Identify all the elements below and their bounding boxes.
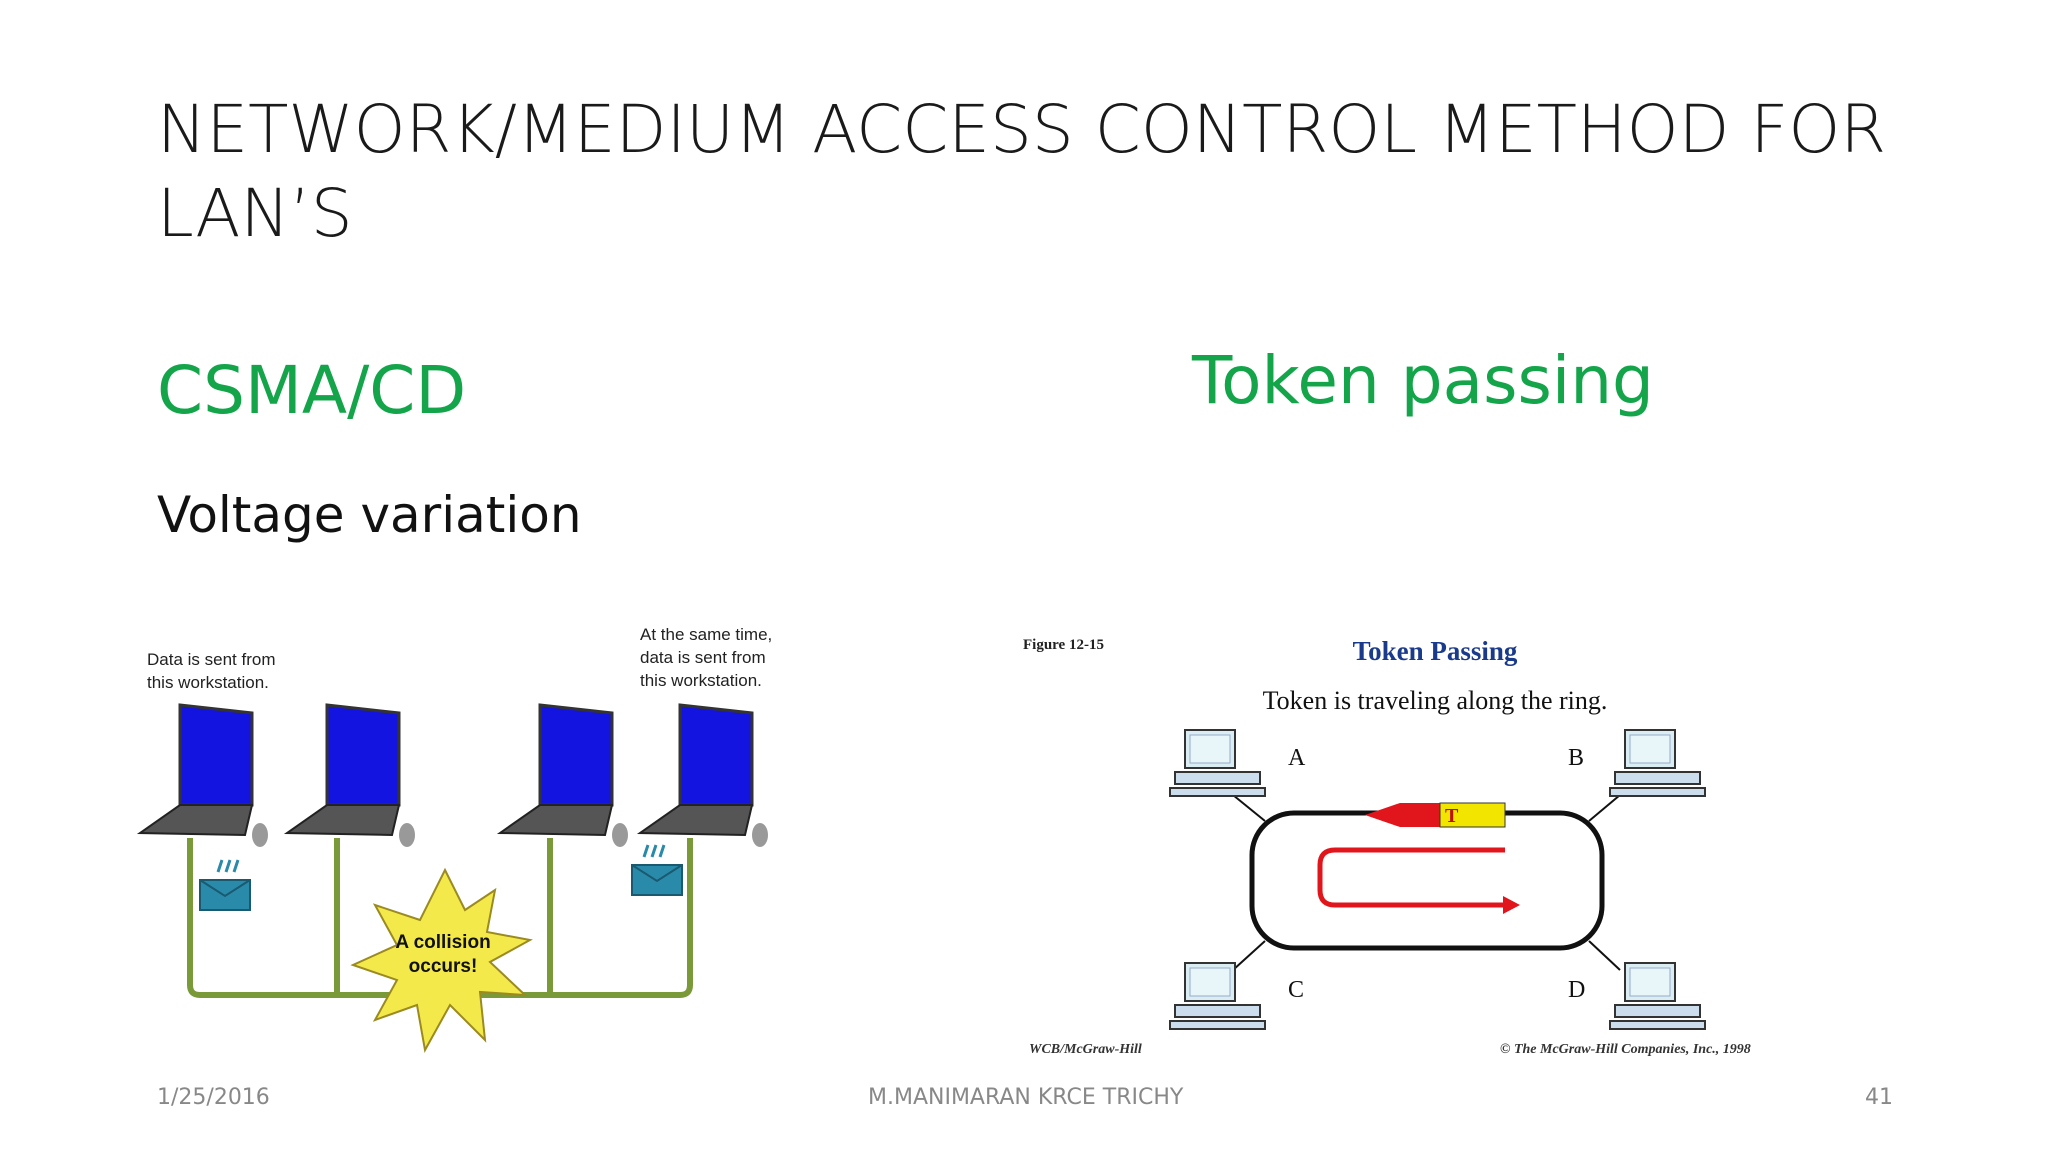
laptop-icon	[496, 703, 628, 847]
collision-label-line1: A collision	[395, 932, 490, 953]
footer-page-number: 41	[1865, 1085, 1893, 1110]
node-label-a: A	[1288, 745, 1306, 771]
figure-number: Figure 12-15	[1023, 637, 1104, 653]
footer-author: M.MANIMARAN KRCE TRICHY	[868, 1085, 1184, 1110]
credit-right: © The McGraw-Hill Companies, Inc., 1998	[1500, 1042, 1751, 1057]
credit-left: WCB/McGraw-Hill	[1029, 1042, 1142, 1057]
token-figure-caption: Token is traveling along the ring.	[1263, 686, 1608, 715]
node-label-c: C	[1288, 977, 1304, 1003]
ring-connectors	[1232, 794, 1621, 971]
sender-right-label-line1: At the same time,	[640, 625, 772, 644]
token-figure-heading: Token Passing	[1353, 636, 1518, 666]
sender-left-label-line2: this workstation.	[147, 673, 269, 692]
computer-icon-d	[1609, 962, 1706, 1030]
csma-cd-figure: A collision occurs! Data is sent from th…	[136, 625, 772, 1053]
laptop-icon	[283, 703, 415, 847]
sender-right-label-line3: this workstation.	[640, 671, 762, 690]
laptop-icon	[636, 703, 768, 847]
envelope-icon	[631, 844, 683, 896]
collision-burst-icon: A collision occurs!	[350, 867, 533, 1053]
slide-title: NETWORK/MEDIUM ACCESS CONTROL METHOD FOR…	[157, 91, 1887, 252]
sender-right-label-line2: data is sent from	[640, 648, 766, 667]
envelope-icon	[199, 859, 251, 911]
voltage-variation-subheading: Voltage variation	[157, 486, 582, 544]
token-letter: T	[1445, 805, 1459, 827]
computer-icon-c	[1169, 962, 1266, 1030]
node-label-d: D	[1568, 977, 1585, 1003]
node-label-b: B	[1568, 745, 1584, 771]
sender-left-label-line1: Data is sent from	[147, 650, 276, 669]
collision-label-line2: occurs!	[409, 956, 478, 977]
laptop-icon	[136, 703, 268, 847]
token-ring	[1249, 810, 1605, 951]
ring-direction-arrow	[1317, 847, 1520, 914]
csma-cd-heading: CSMA/CD	[157, 352, 467, 429]
token-icon: T	[1365, 802, 1506, 828]
token-passing-heading: Token passing	[1192, 342, 1654, 419]
footer-date: 1/25/2016	[157, 1085, 270, 1110]
token-passing-figure: Figure 12-15 Token Passing Token is trav…	[1023, 636, 1751, 1057]
computer-icon-b	[1609, 729, 1706, 797]
computer-icon-a	[1169, 729, 1266, 797]
